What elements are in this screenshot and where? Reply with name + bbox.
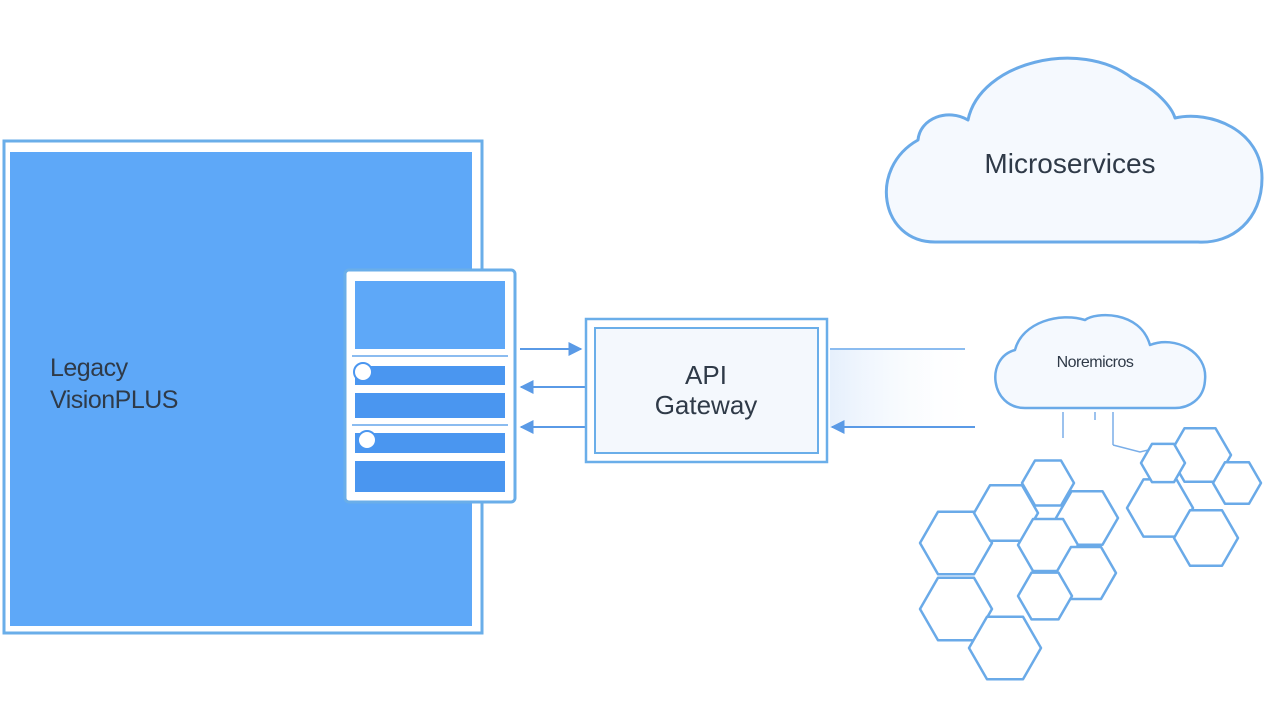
cloud-small-label: Noremicros [1056,354,1134,371]
api-gateway-box [584,317,829,464]
server-stack [343,268,517,504]
hexagon-3 [1020,459,1076,507]
hexagon-cluster [918,426,1263,681]
server-gateway-arrows [519,342,585,434]
hexagon-9 [967,615,1043,681]
server-bar-3 [355,433,505,453]
cloud-large [884,56,1264,244]
legacy-system-label: Legacy VisionPLUS [50,352,178,416]
cloud-small [994,314,1207,410]
hexagon-13 [1172,509,1240,567]
server-bar-2 [355,393,505,418]
server-led-2 [357,430,377,450]
hexagon-14 [1139,442,1187,484]
server-bar-4 [355,461,505,492]
legacy-system-line2: VisionPLUS [50,386,178,414]
api-gateway-line2: Gateway [654,390,758,420]
cloud-large-label: Microservices [984,148,1156,179]
gateway-cloud-flow [830,348,980,434]
api-gateway-line1: API [685,360,727,390]
server-led-1 [353,362,373,382]
legacy-system-line1: Legacy [50,354,128,382]
hexagon-8 [1016,571,1074,621]
server-bar-1 [355,366,505,385]
api-gateway-label: API Gateway [590,360,822,420]
hexagon-11 [1211,460,1263,506]
